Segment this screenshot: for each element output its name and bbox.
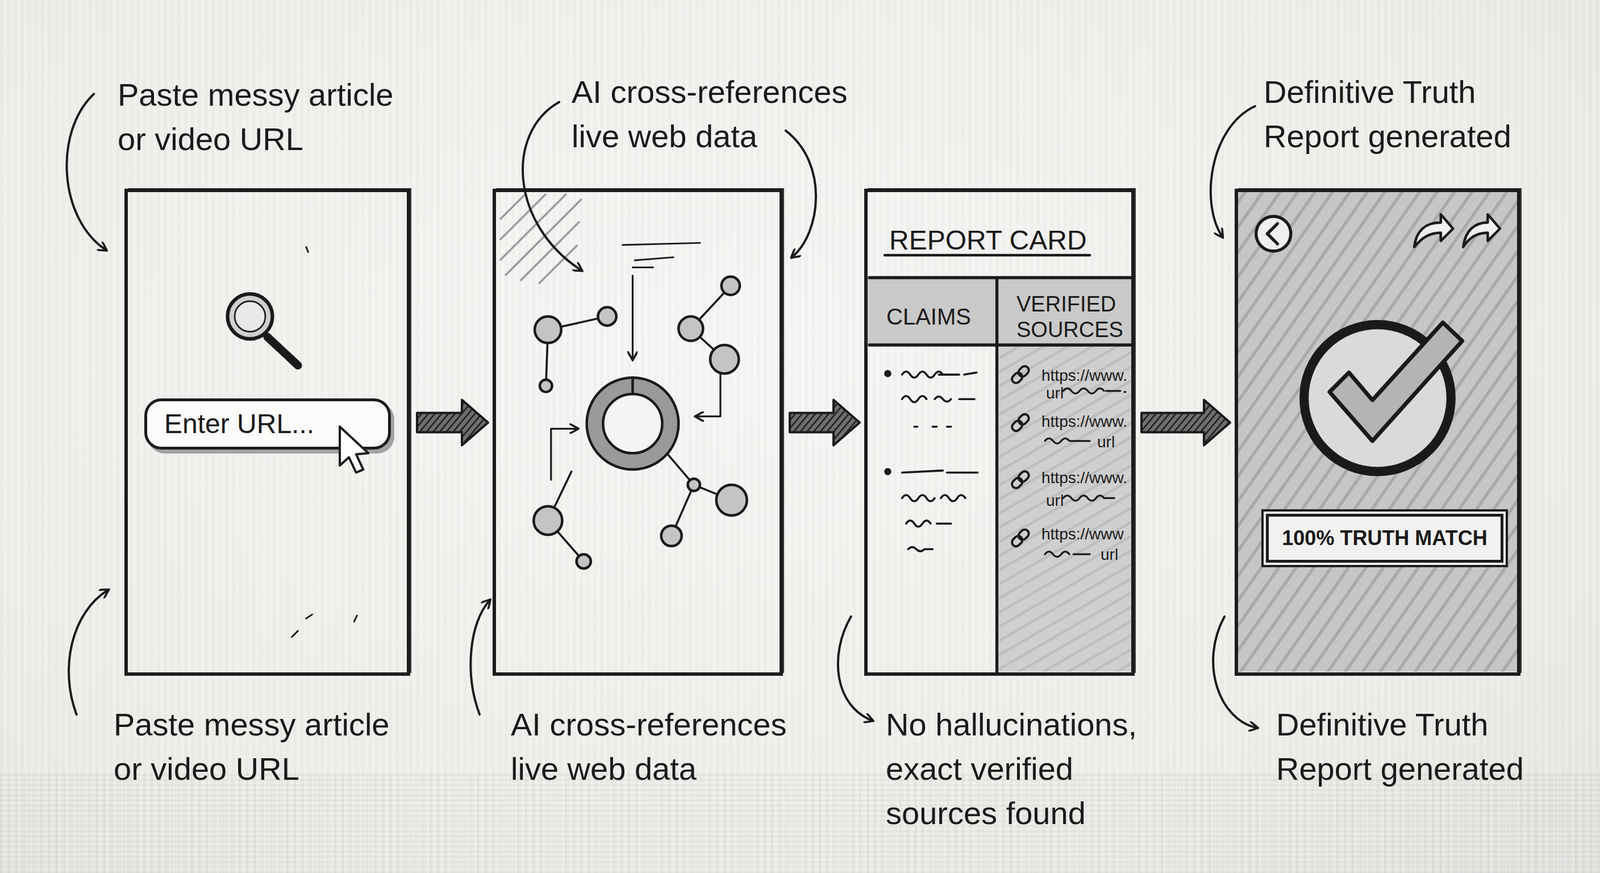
annotation-text: AI cross-references live web data: [571, 69, 868, 159]
result-icons: [1256, 214, 1500, 472]
pencil-marks: [292, 247, 358, 637]
truth-badge: 100% TRUTH MATCH: [1265, 513, 1504, 563]
source-url: url: [1097, 433, 1132, 451]
leader-arrows: [66, 93, 1257, 728]
source-url: url: [1046, 384, 1081, 402]
phone-screen: Paste messy article or video URLPaste me…: [124, 188, 411, 676]
source-url: https://www.: [1041, 413, 1137, 431]
source-url: url: [1100, 546, 1135, 564]
corner-hatch: [500, 193, 582, 284]
sources-column: [998, 344, 1133, 672]
phone-screen: AI cross-references live web dataAI cros…: [492, 188, 783, 676]
magnifier-icon: [227, 293, 298, 366]
annotation-text: AI cross-references live web data: [510, 702, 807, 791]
flow-arrow: [789, 399, 860, 445]
source-url: https://www: [1041, 525, 1137, 543]
source-url: https://www.: [1041, 367, 1137, 385]
phone-screen: REPORT CARDNo hallucinations, exact veri…: [864, 188, 1135, 676]
link-icons: [1010, 364, 1031, 548]
source-url: url: [1046, 492, 1081, 510]
url-input-box: Enter URL...: [144, 398, 391, 450]
node-text: Enter URL...: [164, 401, 381, 447]
annotation-text: Paste messy article or video URL: [113, 702, 410, 791]
table-header: CLAIMS: [886, 302, 995, 331]
node-text: REPORT CARD: [889, 223, 1128, 258]
network-graph: [533, 242, 747, 569]
table-header: VERIFIED SOURCES: [1016, 291, 1133, 343]
annotation-text: Definitive Truth Report generated: [1263, 69, 1531, 159]
phone-screen: Definitive Truth Report generatedDefinit…: [1234, 188, 1521, 676]
node-text: 100% TRUTH MATCH: [1268, 516, 1501, 560]
mouse-cursor: [339, 426, 369, 473]
report-table: [869, 255, 1133, 672]
flow-arrow: [1141, 399, 1231, 445]
flow-arrow: [417, 399, 489, 445]
source-url: https://www.: [1041, 469, 1137, 487]
result-screen-fill: [1236, 190, 1520, 672]
annotation-text: Definitive Truth Report generated: [1276, 702, 1544, 791]
annotation-text: Paste messy article or video URL: [117, 72, 414, 162]
table-header-band: [867, 277, 1133, 345]
annotation-text: No hallucinations, exact verified source…: [885, 702, 1159, 836]
napkin-emboss: [0, 772, 1600, 873]
